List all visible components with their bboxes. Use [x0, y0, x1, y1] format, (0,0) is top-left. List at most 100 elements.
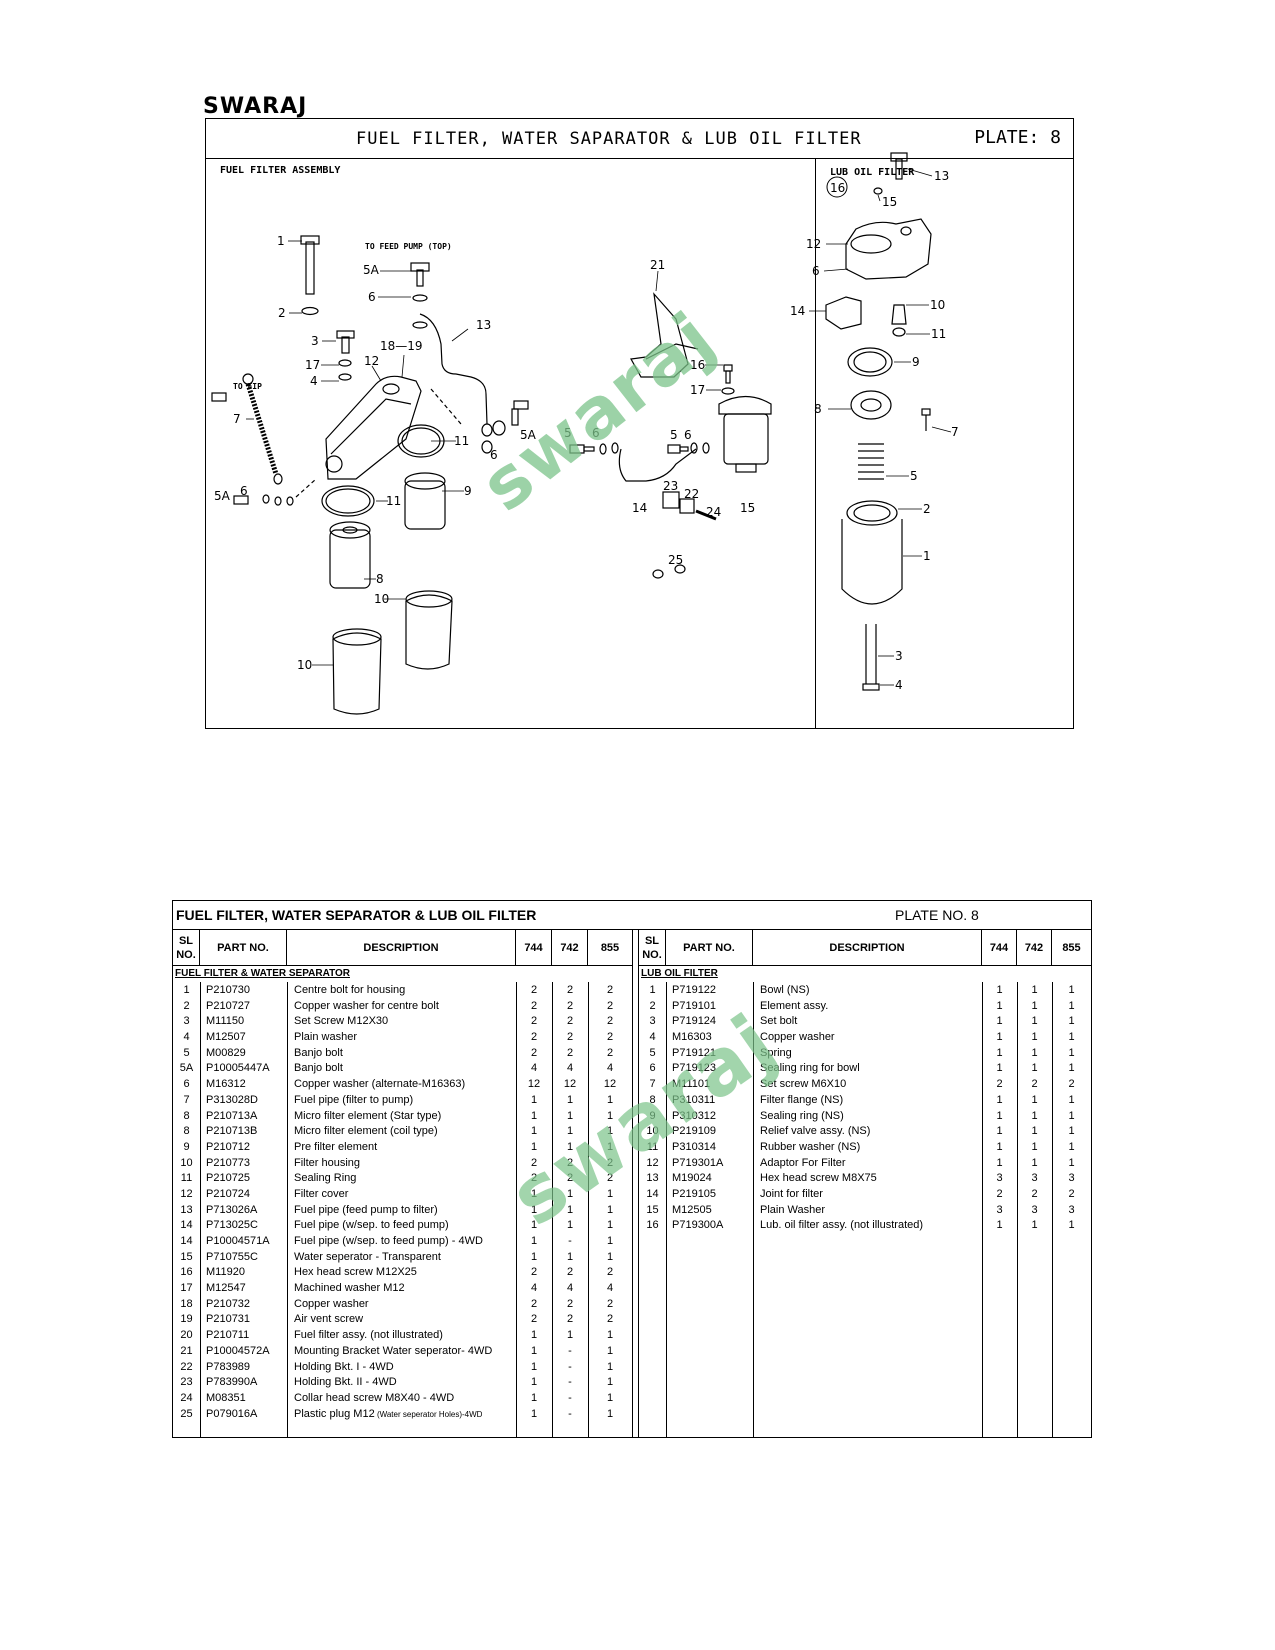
cell-sl: 10: [646, 1125, 659, 1138]
callout-15: 15: [740, 501, 755, 515]
cell-description: Bowl (NS): [760, 984, 810, 996]
cell-qty-744: 1: [996, 999, 1003, 1012]
cell-qty-744: 1: [996, 1156, 1003, 1169]
cell-description: Copper washer (alternate-M16363): [294, 1078, 466, 1091]
cell-qty-742: 2: [1031, 1187, 1038, 1200]
col-744-r: 744: [982, 930, 1017, 966]
cell-qty-855: 1: [1068, 999, 1075, 1012]
cell-qty-855: 2: [606, 1266, 614, 1279]
cell-part-no: P219105: [672, 1187, 717, 1200]
cell-qty-744: 3: [996, 1203, 1003, 1216]
cell-sl: 5: [649, 1046, 656, 1059]
cell-qty-744: 1: [530, 1376, 538, 1389]
group-title-lub: LUB OIL FILTER: [641, 968, 718, 979]
plate-number: PLATE: 8: [974, 127, 1061, 148]
cell-description: Adaptor For Filter: [760, 1156, 846, 1169]
callout-11b: 11: [386, 494, 401, 508]
cell-qty-742: 4: [566, 1062, 574, 1075]
callout-23: 23: [663, 479, 678, 493]
cell-qty-744: 1: [996, 1062, 1003, 1075]
cell-description: Pre filter element: [294, 1140, 378, 1153]
callout-6-left: 6: [240, 484, 248, 498]
cell-sl: 1: [183, 984, 190, 996]
cell-qty-855: 1: [1068, 1062, 1075, 1075]
callout-r7: 7: [951, 425, 959, 439]
cell-description: Filter cover: [294, 1187, 349, 1200]
fuel-filter-parts: SL NO. PART NO. DESCRIPTION 744 742 855 …: [173, 930, 632, 1437]
cell-qty-744: 1: [530, 1203, 538, 1216]
cell-qty-744: 2: [530, 984, 538, 996]
cell-description: Plain Washer: [760, 1203, 826, 1216]
cell-qty-742: 1: [1031, 1015, 1038, 1028]
cell-qty-744: 1: [996, 1109, 1003, 1122]
col-part: PART NO.: [200, 930, 287, 966]
callout-r4: 4: [895, 678, 903, 692]
cell-description: Relief valve assy. (NS): [760, 1125, 871, 1138]
cell-qty-855: 2: [606, 1046, 614, 1059]
cell-qty-855: 12: [603, 1078, 617, 1091]
cell-qty-742: 1: [1031, 1109, 1038, 1122]
cell-description: Centre bolt for housing: [294, 984, 406, 996]
cell-qty-742: 2: [566, 1156, 574, 1169]
callout-11a: 11: [454, 434, 469, 448]
col-742: 742: [552, 930, 588, 966]
cell-sl: 14: [180, 1235, 193, 1247]
cell-qty-742: 4: [566, 1282, 574, 1295]
callout-5a-mid: 5A: [520, 428, 537, 442]
exploded-diagram: 1 2 5A 6 3 17 4 12 18—19 13 11 7 6 5A 11…: [211, 152, 959, 715]
cell-description: Lub. oil filter assy. (not illustrated): [760, 1219, 924, 1232]
cell-description: Plain washer: [294, 1031, 357, 1044]
cell-sl: 9: [183, 1140, 190, 1153]
callout-r14: 14: [790, 304, 805, 318]
cell-qty-855: 2: [1068, 1187, 1075, 1200]
callout-7: 7: [233, 412, 241, 426]
callout-6-right: 6: [684, 428, 692, 442]
cell-qty-744: 2: [530, 1313, 538, 1326]
cell-description: Joint for filter: [760, 1187, 823, 1200]
cell-part-no: P783989: [206, 1360, 251, 1373]
cell-part-no: P719101: [672, 999, 717, 1012]
cell-sl: 5A: [179, 1062, 194, 1075]
cell-sl: 12: [180, 1187, 193, 1200]
cell-sl: 25: [180, 1407, 193, 1420]
cell-qty-855: 1: [606, 1125, 614, 1138]
callout-2: 2: [278, 306, 286, 320]
cell-sl: 16: [646, 1219, 659, 1232]
cell-qty-855: 1: [1068, 1156, 1075, 1169]
cell-qty-744: 1: [530, 1109, 538, 1122]
cell-part-no: P210727: [206, 999, 251, 1012]
cell-description: Sealing ring for bowl: [760, 1062, 860, 1075]
cell-description: Copper washer for centre bolt: [294, 999, 439, 1012]
cell-part-no: P310312: [672, 1109, 717, 1122]
cell-qty-742: 2: [1031, 1078, 1038, 1091]
cell-description: Filter flange (NS): [760, 1093, 844, 1106]
cell-sl: 11: [646, 1140, 659, 1153]
callout-r12: 12: [806, 237, 821, 251]
cell-description: Fuel pipe (w/sep. to feed pump) - 4WD: [294, 1235, 483, 1247]
cell-qty-742: -: [568, 1391, 572, 1404]
cell-qty-742: 1: [566, 1125, 574, 1138]
cell-qty-744: 2: [996, 1078, 1003, 1091]
cell-part-no: M11101: [672, 1078, 711, 1091]
cell-qty-744: 4: [530, 1062, 538, 1075]
cell-qty-855: 4: [606, 1062, 614, 1075]
cell-qty-742: 2: [566, 1266, 574, 1279]
cell-qty-742: 1: [566, 1109, 574, 1122]
callout-1: 1: [277, 234, 285, 248]
callout-8: 8: [376, 572, 384, 586]
plate-divider: [815, 159, 816, 728]
cell-sl: 2: [649, 999, 656, 1012]
cell-qty-855: 1: [606, 1219, 614, 1232]
callout-r1: 1: [923, 549, 931, 563]
callout-6-mid: 6: [490, 448, 498, 462]
